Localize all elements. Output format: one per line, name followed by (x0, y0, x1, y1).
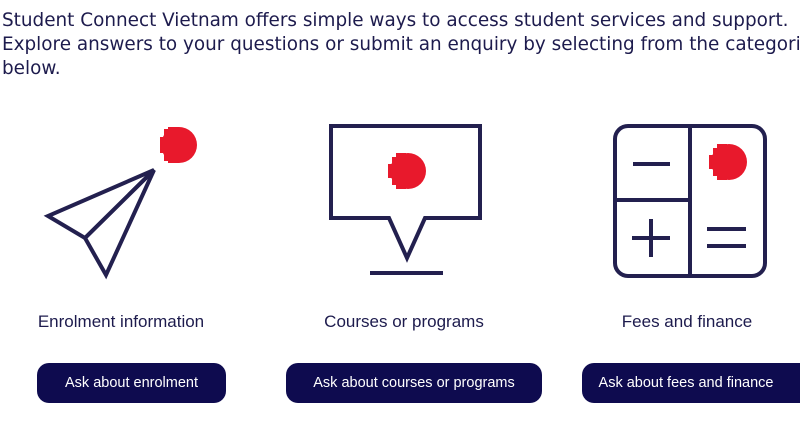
presentation-screen-icon (329, 124, 482, 275)
red-dot-accent (160, 127, 197, 163)
ask-about-enrolment-button[interactable]: Ask about enrolment (37, 363, 226, 403)
category-label-courses: Courses or programs (324, 312, 484, 331)
ask-about-fees-button[interactable]: Ask about fees and finance (582, 363, 800, 403)
intro-line-1: Student Connect Vietnam offers simple wa… (2, 10, 789, 31)
category-label-fees: Fees and finance (621, 312, 753, 331)
intro-line-2: Explore answers to your questions or sub… (2, 34, 800, 55)
intro-text: Student Connect Vietnam offers simple wa… (2, 9, 800, 81)
calculator-icon (613, 124, 767, 278)
red-dot-accent (388, 153, 426, 189)
red-dot-accent (709, 144, 747, 180)
ask-about-courses-button[interactable]: Ask about courses or programs (286, 363, 542, 403)
intro-line-3: below. (2, 58, 61, 79)
paper-plane-icon (43, 127, 197, 280)
category-label-enrolment: Enrolment information (37, 312, 205, 331)
